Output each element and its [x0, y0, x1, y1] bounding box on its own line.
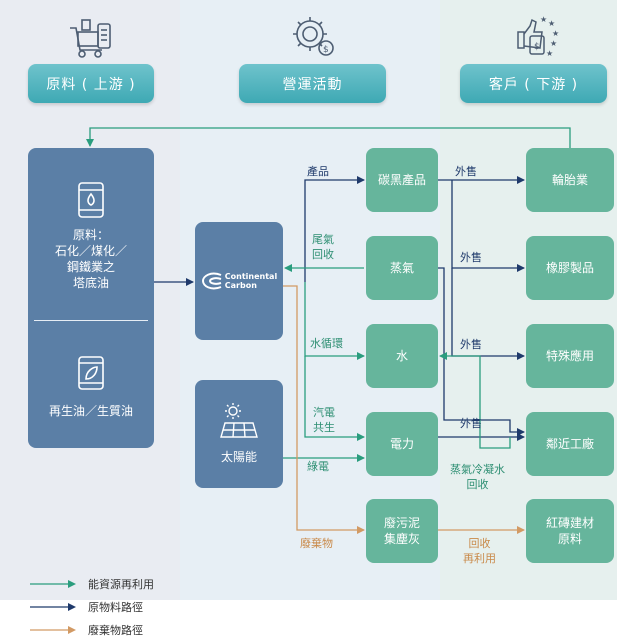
nearby-factory-box: 鄰近工廠	[526, 412, 614, 476]
recycle-line-2: 再利用	[463, 552, 496, 565]
carbon-black-box: 碳黑產品	[366, 148, 438, 212]
sale-label-3: 外售	[460, 338, 482, 351]
recycle-line-1: 回收	[468, 537, 491, 550]
feedstock-line-2: 鋼鐵業之	[66, 260, 115, 274]
waste-sludge-box: 廢污泥 集塵灰	[366, 499, 438, 563]
header-upstream: 原料 ( 上游 )	[28, 64, 154, 103]
recycle-label: 回收 再利用	[463, 536, 496, 566]
renewable-oil-box: 再生油／生質油	[28, 326, 154, 448]
water-box: 水	[366, 324, 438, 388]
sale-label-4: 外售	[460, 417, 482, 430]
cc-logo-line-1: Continental	[224, 272, 278, 281]
sale-nearby-line	[438, 267, 525, 436]
cogen-line-2: 共生	[313, 421, 335, 434]
product-label: 產品	[307, 165, 329, 178]
green-power-label: 綠電	[307, 460, 329, 473]
feedstock-line-3: 塔底油	[72, 276, 109, 290]
waste-line	[283, 285, 365, 534]
continental-carbon-box: Continental Carbon	[195, 222, 283, 340]
cc-logo-line-2: Carbon	[224, 281, 257, 290]
legend-material-label: 原物料路徑	[88, 601, 143, 614]
svg-text:$: $	[323, 45, 329, 55]
header-downstream: 客戶 ( 下游 )	[460, 64, 607, 103]
waste-label: 廢棄物	[300, 537, 333, 550]
tire-box: 輪胎業	[526, 148, 614, 212]
tail-gas-line-2: 回收	[312, 248, 334, 261]
tail-gas-line-1: 尾氣	[312, 233, 334, 246]
waste-line-2: 集塵灰	[383, 532, 420, 546]
cogen-line	[304, 356, 365, 441]
feedstock-line-1: 石化／煤化／	[54, 244, 127, 258]
feedstock-box: 原料： 石化／煤化／ 鋼鐵業之 塔底油	[28, 148, 154, 324]
legend-energy: 能資源再利用	[30, 576, 154, 592]
svg-text:★: ★	[540, 15, 547, 24]
operations-gear-icon: $	[288, 14, 336, 62]
special-box: 特殊應用	[526, 324, 614, 388]
solar-box: 太陽能	[195, 380, 283, 488]
svg-text:★: ★	[548, 19, 555, 28]
condensate-line	[439, 352, 511, 449]
continental-carbon-logo: Continental Carbon	[201, 272, 277, 290]
cc-swoosh-icon	[201, 272, 222, 290]
feedstock-divider-line	[34, 320, 148, 321]
cogen-line-1: 汽電	[313, 406, 335, 419]
brick-box: 紅磚建材 原料	[526, 499, 614, 563]
legend-material: 原物料路徑	[30, 599, 143, 615]
sale-label-2: 外售	[460, 251, 482, 264]
brick-line-1: 紅磚建材	[545, 516, 594, 530]
raw-materials-cart-icon	[68, 16, 114, 62]
condensate-line-2: 回收	[466, 478, 489, 491]
tail-gas-label: 尾氣 回收	[312, 232, 334, 262]
oil-barrel-icon	[78, 182, 104, 218]
legend-waste-arrow	[30, 626, 76, 634]
legend-energy-arrow	[30, 580, 76, 588]
condensate-line-1: 蒸氣冷凝水	[450, 463, 505, 476]
rubber-box: 橡膠製品	[526, 236, 614, 300]
legend-waste-label: 廢棄物路徑	[88, 624, 143, 637]
renewable-oil-label: 再生油／生質油	[48, 404, 133, 418]
svg-text:★: ★	[550, 39, 557, 48]
svg-text:★: ★	[546, 49, 553, 58]
steam-box: 蒸氣	[366, 236, 438, 300]
legend-energy-label: 能資源再利用	[88, 578, 154, 591]
solar-label: 太陽能	[220, 450, 257, 464]
header-operations: 營運活動	[239, 64, 386, 103]
legend-material-arrow	[30, 603, 76, 611]
power-box: 電力	[366, 412, 438, 476]
feedstock-title: 原料：	[72, 228, 109, 242]
bio-oil-barrel-icon	[78, 356, 104, 390]
svg-text:★: ★	[552, 29, 559, 38]
waste-line-1: 廢污泥	[383, 516, 420, 530]
top-return-line	[86, 127, 571, 148]
cogen-label: 汽電 共生	[313, 405, 335, 435]
solar-panel-icon	[220, 403, 258, 438]
legend-waste: 廢棄物路徑	[30, 622, 143, 638]
condensate-label: 蒸氣冷凝水 回收	[450, 462, 505, 492]
brick-line-2: 原料	[557, 532, 582, 546]
feedstock-divider	[28, 324, 154, 326]
sale-label-1: 外售	[455, 165, 477, 178]
customer-thumbs-up-icon: $ ★ ★ ★ ★ ★	[510, 12, 560, 64]
product-trunk	[304, 176, 365, 282]
water-cycle-label: 水循環	[310, 337, 343, 350]
svg-text:$: $	[534, 42, 540, 52]
